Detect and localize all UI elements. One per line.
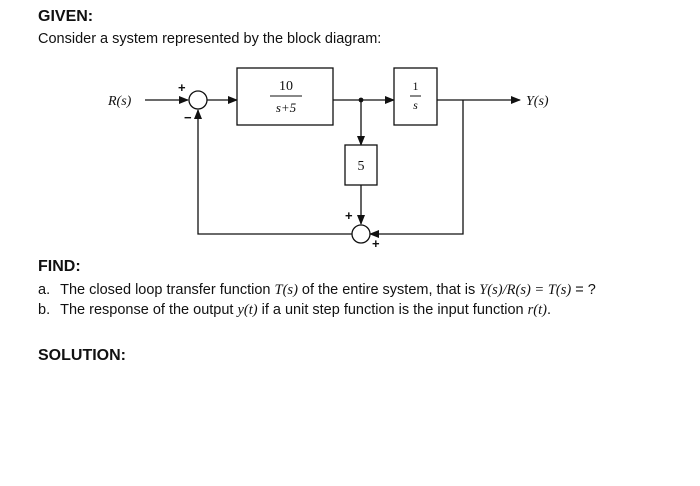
find-heading: FIND: bbox=[38, 258, 81, 275]
find-item-a-text-before: The closed loop transfer function bbox=[60, 282, 275, 298]
find-item-b-text-before: The response of the output bbox=[60, 302, 238, 318]
output-label: Y(s) bbox=[526, 94, 549, 109]
given-heading: GIVEN: bbox=[38, 8, 94, 25]
output-feedback-line bbox=[369, 100, 464, 238]
find-item-b-math1: y(t) bbox=[237, 302, 258, 318]
solution-heading: SOLUTION: bbox=[38, 347, 126, 364]
find-item-a: a. The closed loop transfer function T(s… bbox=[38, 282, 596, 299]
summing-junction-1 bbox=[188, 90, 208, 110]
sum1-sign-top: + bbox=[178, 80, 186, 95]
find-item-b-math2: r(t) bbox=[527, 302, 547, 318]
pickoff-point bbox=[358, 97, 364, 103]
find-item-a-marker: a. bbox=[38, 282, 51, 298]
find-item-a-math1: T(s) bbox=[274, 282, 298, 298]
summing-junction-2 bbox=[351, 224, 371, 244]
block-3 bbox=[344, 144, 378, 186]
input-label: R(s) bbox=[107, 94, 132, 109]
block3-value: 5 bbox=[358, 159, 365, 174]
find-item-b-text-middle: if a unit step function is the input fun… bbox=[257, 302, 528, 318]
block1-denominator: s+5 bbox=[276, 100, 297, 115]
block2-denominator: s bbox=[413, 98, 418, 112]
sum2-sign-right: + bbox=[372, 236, 380, 251]
find-item-a-text-after: = ? bbox=[571, 282, 596, 298]
sum2-sign-top: + bbox=[345, 208, 353, 223]
block2-numerator: 1 bbox=[413, 79, 419, 93]
given-intro: Consider a system represented by the blo… bbox=[38, 31, 382, 47]
find-item-a-text-middle: of the entire system, that is bbox=[297, 282, 480, 298]
sum1-sign-bottom: − bbox=[184, 110, 192, 125]
block1-numerator: 10 bbox=[279, 79, 293, 94]
find-item-b-text-after: . bbox=[546, 302, 551, 318]
find-item-a-math2: Y(s)/R(s) = T(s) bbox=[479, 282, 572, 298]
find-item-b: b. The response of the output y(t) if a … bbox=[38, 302, 551, 319]
find-item-b-marker: b. bbox=[38, 302, 51, 318]
feedback-return-line bbox=[194, 109, 352, 235]
